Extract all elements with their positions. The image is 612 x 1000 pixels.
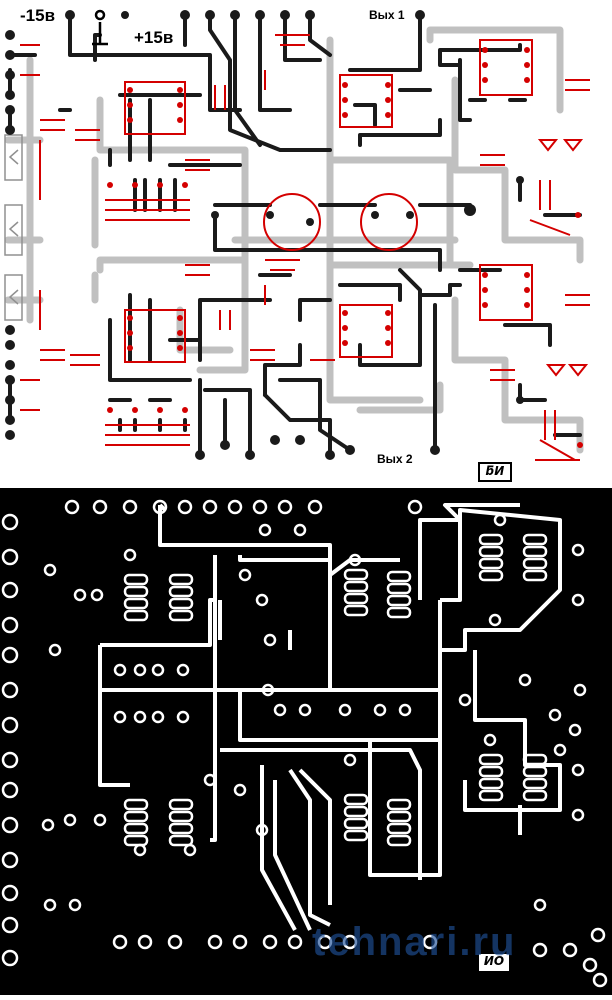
ic-footprint-3 bbox=[343, 568, 369, 617]
author-badge-bottom: ИO bbox=[477, 952, 511, 973]
component-outlines bbox=[20, 34, 590, 461]
ic-footprint-10 bbox=[386, 798, 412, 847]
ic-footprint-9 bbox=[343, 793, 369, 842]
ic-footprint-8 bbox=[168, 798, 194, 847]
ic-footprint-6 bbox=[522, 533, 548, 582]
component-side-background bbox=[0, 0, 612, 488]
ic-footprints bbox=[123, 533, 548, 847]
output-2-label: Вых 2 bbox=[377, 452, 413, 466]
ic-footprint-11 bbox=[478, 753, 504, 802]
ic-footprint-2 bbox=[168, 573, 194, 622]
supply-negative-label: -15в bbox=[20, 6, 56, 25]
ic-footprint-12 bbox=[522, 753, 548, 802]
output-1-label: Вых 1 bbox=[369, 8, 405, 22]
edge-connectors bbox=[4, 134, 23, 321]
solder-pads bbox=[1, 499, 608, 988]
solder-side-panel bbox=[0, 488, 612, 995]
component-side-panel bbox=[0, 0, 612, 488]
author-badge-top: ƃИ bbox=[478, 462, 512, 482]
pads-top bbox=[5, 10, 583, 460]
ic-footprint-1 bbox=[123, 573, 149, 622]
ic-footprint-4 bbox=[386, 570, 412, 619]
ic-footprint-5 bbox=[478, 533, 504, 582]
ic-footprint-7 bbox=[123, 798, 149, 847]
supply-positive-label: +15в bbox=[134, 28, 174, 47]
watermark-text: tehnari.ru bbox=[312, 920, 517, 964]
gray-traces bbox=[4, 26, 584, 454]
ground-symbol bbox=[92, 9, 108, 46]
ground-label: ⊥ bbox=[93, 12, 119, 42]
